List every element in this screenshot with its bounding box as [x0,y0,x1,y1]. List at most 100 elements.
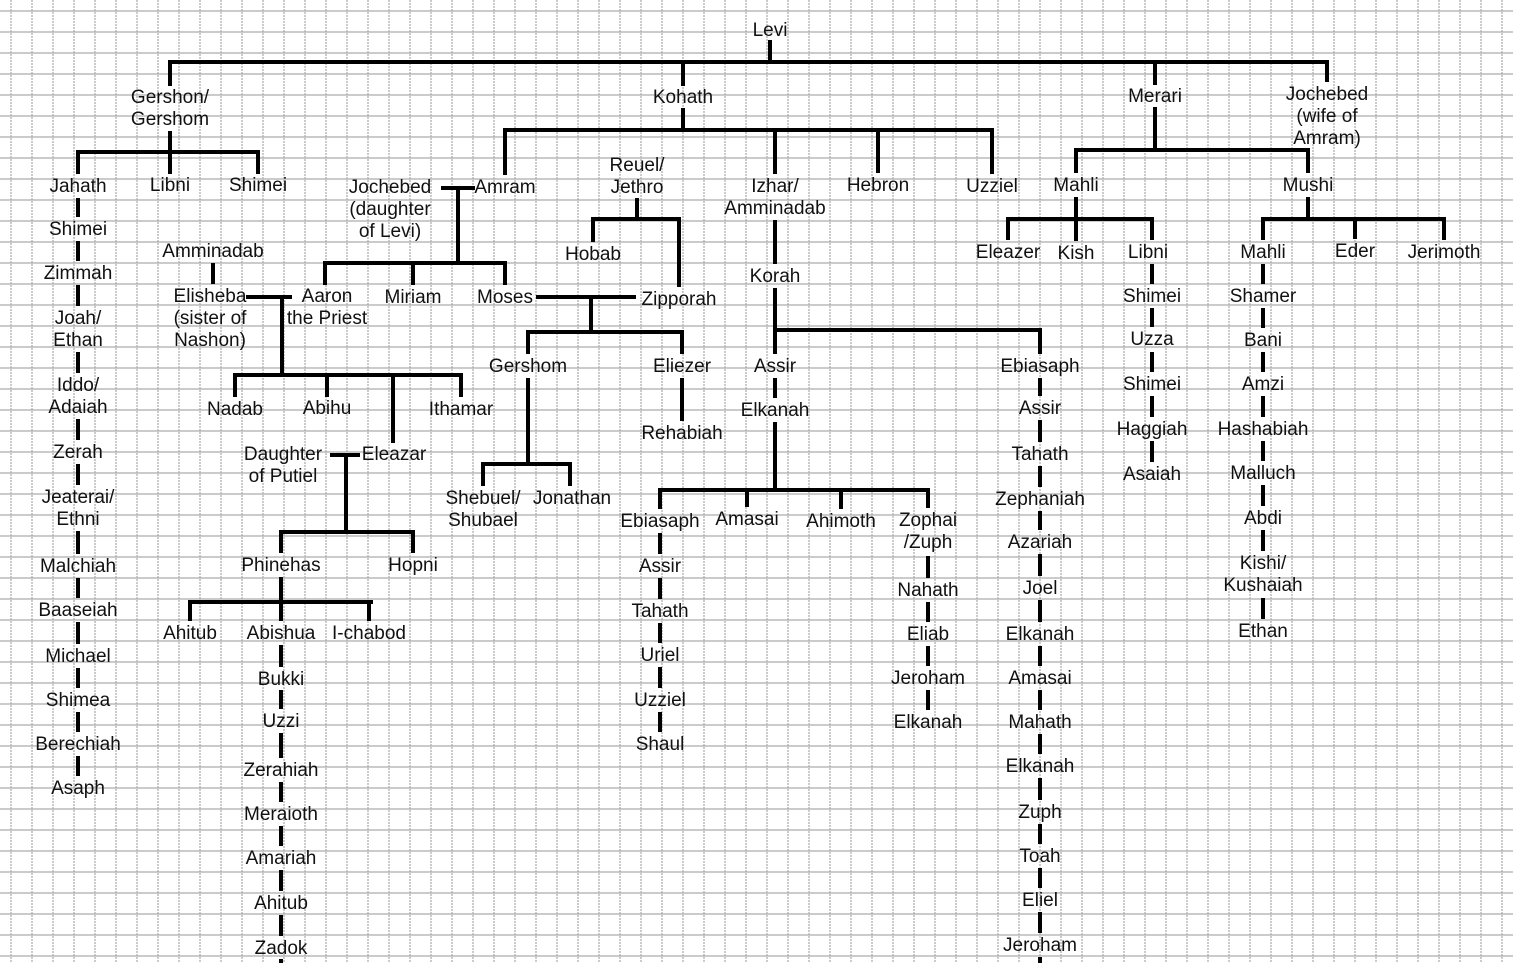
tree-connector-vertical [279,600,283,621]
person-amasai: Amasai [1008,668,1072,689]
person-shimei: Shimei [48,219,108,240]
tree-connector-vertical [323,261,327,285]
person-shaul: Shaul [635,734,685,755]
tree-connector-vertical [926,646,930,666]
tree-connector-vertical [1038,912,1042,933]
tree-connector-vertical [677,217,681,287]
person-elkanah: Elkanah [893,712,963,733]
person-jeroham: Jeroham [1003,935,1077,956]
tree-connector-vertical [680,378,684,421]
tree-connector-vertical [1038,466,1042,487]
tree-connector-vertical [279,826,283,846]
person-mushi: Mushi [1282,175,1334,196]
tree-connector-vertical [1038,600,1042,622]
tree-connector-horizontal [323,261,507,265]
tree-connector-vertical [658,533,662,554]
tree-connector-horizontal [246,295,292,299]
person-abishua: Abishua [246,623,316,644]
tree-connector-vertical [745,488,749,507]
tree-connector-vertical [325,373,329,397]
tree-connector-vertical [279,959,283,963]
tree-connector-horizontal [233,373,463,377]
person-izhar-amminadab: Izhar/Amminadab [724,176,826,219]
tree-connector-horizontal [658,488,930,492]
tree-connector-vertical [211,263,215,284]
person-kishi-kushaiah: Kishi/Kushaiah [1223,553,1303,596]
tree-connector-vertical [1150,264,1154,284]
tree-connector-vertical [76,712,80,732]
tree-connector-vertical [990,128,994,174]
person-tahath: Tahath [1011,444,1069,465]
person-tahath: Tahath [631,601,689,622]
person-mahath: Mahath [1008,712,1072,733]
person-elkanah: Elkanah [1005,624,1075,645]
person-ebiasaph: Ebiasaph [1000,356,1080,377]
person-eleazar: Eleazar [361,444,427,465]
person-zerahiah: Zerahiah [243,760,319,781]
tree-connector-vertical [279,530,283,553]
tree-connector-horizontal [1074,148,1310,152]
tree-connector-vertical [76,578,80,598]
person-amram: Amram [474,177,536,198]
tree-connector-vertical [1038,690,1042,710]
person-amminadab: Amminadab [162,241,264,262]
tree-connector-vertical [589,297,593,333]
person-abihu: Abihu [302,398,352,419]
person-jonathan: Jonathan [532,488,612,509]
tree-connector-vertical [76,668,80,688]
tree-connector-vertical [391,373,395,443]
tree-connector-vertical [681,60,685,86]
tree-connector-vertical [367,600,371,621]
tree-connector-vertical [773,328,777,354]
person-assir: Assir [638,556,682,577]
tree-connector-vertical [503,128,507,175]
tree-connector-vertical [1261,264,1265,284]
tree-connector-vertical [1261,598,1265,619]
person-asaph: Asaph [51,778,105,799]
person-malchiah: Malchiah [39,556,117,577]
person-azariah: Azariah [1007,532,1073,553]
person-moses: Moses [477,287,533,308]
tree-connector-vertical [76,419,80,440]
person-amzi: Amzi [1241,374,1285,395]
tree-connector-vertical [1074,197,1078,219]
tree-connector-vertical [76,150,80,174]
tree-connector-vertical [481,462,485,486]
tree-connector-horizontal [503,128,994,132]
person-zophai-zuph: Zophai/Zuph [898,510,958,553]
tree-connector-vertical [926,602,930,622]
tree-connector-vertical [1074,217,1078,241]
tree-connector-vertical [280,297,284,377]
person-uriel: Uriel [640,645,680,666]
person-ahitub: Ahitub [254,893,308,914]
tree-connector-vertical [279,577,283,602]
tree-connector-vertical [1353,217,1357,239]
person-eliab: Eliab [906,624,950,645]
person-uzza: Uzza [1130,329,1174,350]
tree-connector-vertical [926,690,930,710]
person-jahath: Jahath [49,176,107,197]
person-zerah: Zerah [53,442,103,463]
tree-connector-vertical [411,530,415,553]
tree-connector-vertical [168,150,172,174]
person-phinehas: Phinehas [241,555,321,576]
person-ethan: Ethan [1238,621,1288,642]
tree-connector-horizontal [591,217,681,221]
person-ithamar: Ithamar [428,399,494,420]
person-bukki: Bukki [257,669,305,690]
person-meraioth: Meraioth [244,804,318,825]
tree-connector-vertical [279,645,283,667]
tree-connector-vertical [503,261,507,285]
tree-connector-vertical [411,261,415,285]
person-shimei: Shimei [1122,374,1182,395]
tree-connector-vertical [635,198,639,219]
person-hopni: Hopni [388,555,438,576]
tree-connector-vertical [76,198,80,217]
tree-connector-vertical [76,756,80,776]
tree-connector-vertical [456,188,460,263]
person-nahath: Nahath [897,580,959,601]
person-zimmah: Zimmah [43,263,113,284]
tree-connector-vertical [459,373,463,397]
